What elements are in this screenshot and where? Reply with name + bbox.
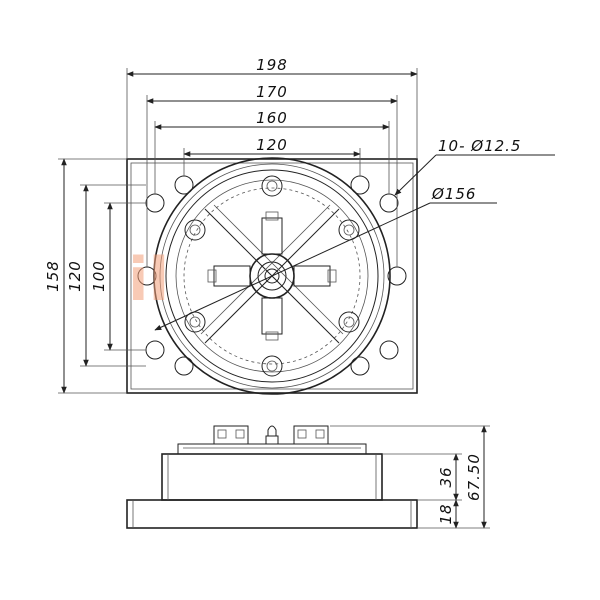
bolt-boss bbox=[261, 175, 283, 197]
mounting-hole bbox=[145, 193, 165, 213]
dimension-158: 158 bbox=[44, 158, 127, 394]
side-base-plate bbox=[126, 499, 418, 529]
holes-callout-label: 10- Ø12.5 bbox=[438, 137, 521, 155]
jaw-top bbox=[261, 217, 283, 255]
dimension-120-vertical: 120 bbox=[66, 184, 146, 367]
dimension-67-50: 67.50 bbox=[330, 425, 490, 529]
bolt-boss bbox=[261, 355, 283, 377]
dimension-18: 18 bbox=[417, 499, 462, 529]
dim-label-120-h: 120 bbox=[256, 136, 288, 154]
dimension-170: 170 bbox=[146, 83, 398, 267]
mounting-hole bbox=[350, 356, 370, 376]
base-plate-inner-edge bbox=[130, 162, 414, 390]
jaw-right bbox=[293, 265, 331, 287]
mounting-hole bbox=[379, 193, 399, 213]
bolt-boss bbox=[184, 219, 206, 241]
base-plate-outline bbox=[126, 158, 418, 394]
side-jaw-right bbox=[293, 425, 329, 445]
dimension-36: 36 bbox=[382, 453, 462, 501]
holes-callout: 10- Ø12.5 bbox=[394, 137, 555, 196]
dim-label-100: 100 bbox=[90, 260, 108, 292]
dimension-120-horizontal: 120 bbox=[183, 136, 361, 176]
side-jaw-left bbox=[213, 425, 249, 445]
diameter-callout-label: Ø156 bbox=[431, 185, 476, 203]
side-view: 36 18 67.50 bbox=[126, 425, 490, 529]
dim-label-158: 158 bbox=[44, 260, 62, 292]
dim-label-198: 198 bbox=[256, 56, 288, 74]
bolt-boss bbox=[338, 311, 360, 333]
dim-label-160: 160 bbox=[256, 109, 288, 127]
side-center-pin bbox=[265, 425, 279, 445]
watermark-logo: il bbox=[128, 245, 169, 315]
dim-label-120-v: 120 bbox=[66, 260, 84, 292]
dim-label-170: 170 bbox=[256, 83, 288, 101]
mounting-hole bbox=[379, 340, 399, 360]
side-top-platform bbox=[177, 443, 367, 455]
dim-label-36: 36 bbox=[437, 466, 455, 487]
mounting-hole bbox=[174, 356, 194, 376]
mounting-hole bbox=[145, 340, 165, 360]
dim-label-67-50: 67.50 bbox=[465, 453, 483, 501]
top-view: 198 170 160 120 158 bbox=[44, 56, 555, 395]
dimension-100: 100 bbox=[90, 202, 146, 351]
jaw-left bbox=[213, 265, 251, 287]
dimension-160: 160 bbox=[154, 109, 390, 194]
diameter-callout: Ø156 bbox=[154, 185, 497, 331]
dimension-198: 198 bbox=[126, 56, 418, 159]
dim-label-18: 18 bbox=[437, 503, 455, 524]
side-body bbox=[161, 453, 383, 501]
jaw-bottom bbox=[261, 297, 283, 335]
